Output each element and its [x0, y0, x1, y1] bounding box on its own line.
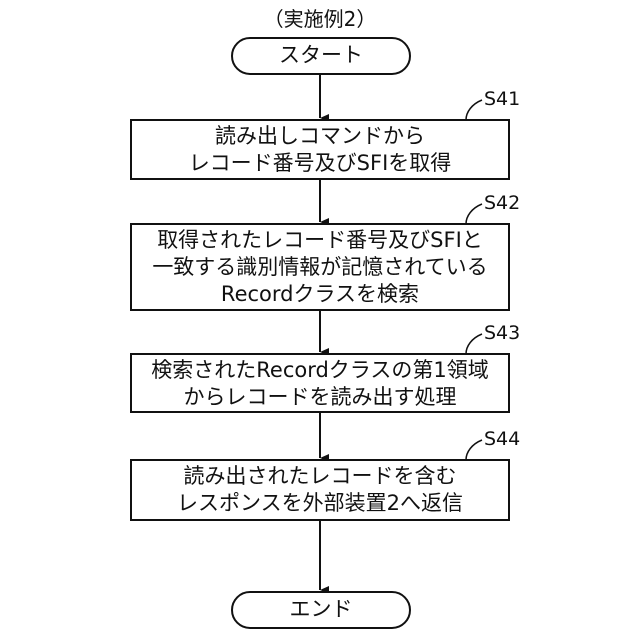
step-text-s41-line1: 読み出しコマンドから — [131, 123, 509, 150]
diagram-title: （実施例2） — [220, 6, 420, 33]
step-id-s43: S43 — [484, 322, 520, 344]
step-text-s44-line2: レスポンスを外部装置2へ返信 — [131, 490, 509, 517]
step-text-s42-line3: Recordクラスを検索 — [131, 281, 509, 308]
step-id-s44: S44 — [484, 428, 520, 450]
step-text-s43-line2: からレコードを読み出す処理 — [131, 384, 509, 411]
step-id-s42: S42 — [484, 192, 520, 214]
leader-s44 — [466, 440, 482, 460]
step-text-s44-line1: 読み出されたレコードを含む — [131, 463, 509, 490]
step-text-s43-line1: 検索されたRecordクラスの第1領域 — [131, 357, 509, 384]
step-text-s41-line2: レコード番号及びSFIを取得 — [131, 150, 509, 177]
leader-s43 — [466, 334, 482, 354]
end-label: エンド — [232, 596, 410, 623]
step-id-s41: S41 — [484, 88, 520, 110]
step-text-s42-line1: 取得されたレコード番号及びSFIと — [131, 227, 509, 254]
leader-s41 — [466, 100, 482, 120]
leader-s42 — [466, 204, 482, 224]
step-text-s42-line2: 一致する識別情報が記憶されている — [131, 254, 509, 281]
start-label: スタート — [232, 42, 410, 69]
